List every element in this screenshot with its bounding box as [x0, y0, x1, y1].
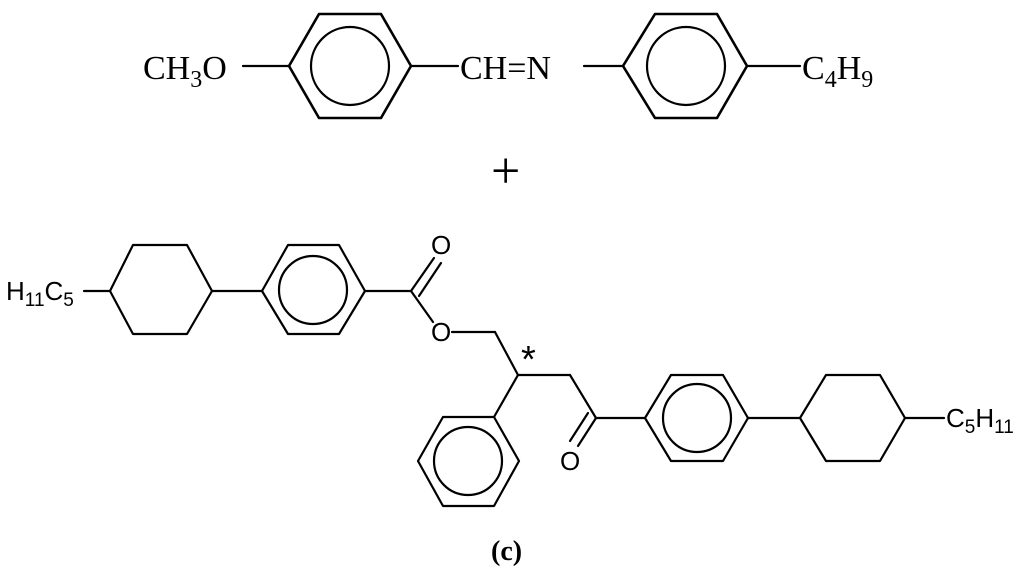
ester-bond — [409, 289, 435, 324]
pentyl-label-left: H11C5 — [6, 276, 74, 311]
figure-caption: (c) — [491, 536, 522, 567]
aromatic-circle-bottom-right — [661, 382, 733, 454]
ester-oxygen: O — [431, 317, 451, 347]
carbonyl-oxygen: O — [431, 230, 451, 260]
bottom-molecule: H11C5 O O * — [6, 230, 1014, 508]
benzene-ring-bottom-left — [260, 243, 367, 336]
aromatic-circle-right — [645, 25, 727, 107]
pentyl-label-right: C5H11 — [946, 403, 1014, 438]
cyclohexane-ring-right — [798, 373, 907, 463]
benzene-ring-right — [621, 12, 749, 120]
ch2-to-chiral-bond — [493, 330, 520, 377]
benzene-ring-left — [287, 12, 413, 120]
plus-sign: + — [491, 143, 520, 200]
carbonyl-bond-b — [417, 261, 443, 298]
cyclohexane-ring-left — [108, 243, 214, 336]
phenyl-ring — [416, 415, 521, 508]
benzene-ring-bottom-right — [643, 373, 750, 463]
top-molecule: CH3O CH=N C4H9 — [143, 12, 873, 120]
butyl-label: C4H9 — [802, 50, 873, 93]
methoxy-label: CH3O — [143, 50, 227, 93]
ketone-bond-a — [576, 416, 598, 448]
chiral-asterisk: * — [521, 339, 536, 381]
ketone-oxygen: O — [560, 446, 580, 476]
ch2-to-ketone-bond — [568, 373, 598, 420]
imine-label: CH=N — [460, 50, 551, 87]
aromatic-circle-bottom-left — [277, 254, 349, 326]
aromatic-circle-left — [309, 25, 391, 107]
carbonyl-bond-a — [409, 256, 436, 293]
ketone-bond-b — [568, 411, 590, 443]
aromatic-circle-phenyl — [432, 425, 504, 497]
chiral-to-phenyl-bond — [492, 373, 520, 419]
